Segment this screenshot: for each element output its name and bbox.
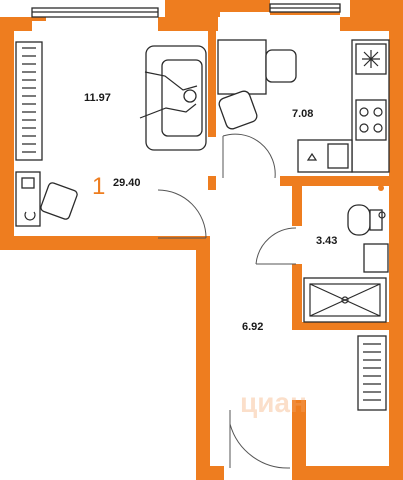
wall-bath-bottom [292,322,403,330]
wall-kitchen-bottom [280,176,403,186]
windows [31,3,341,18]
door-kitchen [222,133,276,179]
door-living [157,189,207,239]
wall-bottom-right [292,466,403,480]
living-furniture [15,41,207,227]
door-bath [255,227,297,265]
washbasin [363,243,389,273]
wall-living-bottom [0,236,210,250]
doors [157,133,297,469]
hallway-area-label: 6.92 [242,321,263,333]
kitchen-table [217,39,267,95]
kitchen-furniture [217,39,390,173]
bathroom-fixtures [303,204,389,323]
wall-bath-left [292,176,302,226]
door-entrance [229,423,291,469]
marker-dot [378,185,384,191]
chair-bottom [218,90,258,130]
total-area-label: 29.40 [113,177,141,189]
wall-top-right [340,17,403,31]
bathroom-area-label: 3.43 [316,235,337,247]
kitchen-area-label: 7.08 [292,108,313,120]
chair-right [265,49,297,83]
radiator-left [15,41,43,161]
watermark-logo: циан [240,387,307,418]
toilet [347,204,371,236]
radiator-hall [357,335,387,411]
stove [355,99,387,141]
person-icon [183,89,197,103]
sink [327,143,349,169]
wall-hall-left [196,236,210,480]
wall-top-middle [158,17,218,31]
living-area-label: 11.97 [84,92,111,104]
wall-left [0,17,14,245]
wall-right [389,17,403,480]
office-chair [40,182,78,220]
wall-living-kitchen [208,17,216,137]
room-number-label: 1 [92,173,105,200]
